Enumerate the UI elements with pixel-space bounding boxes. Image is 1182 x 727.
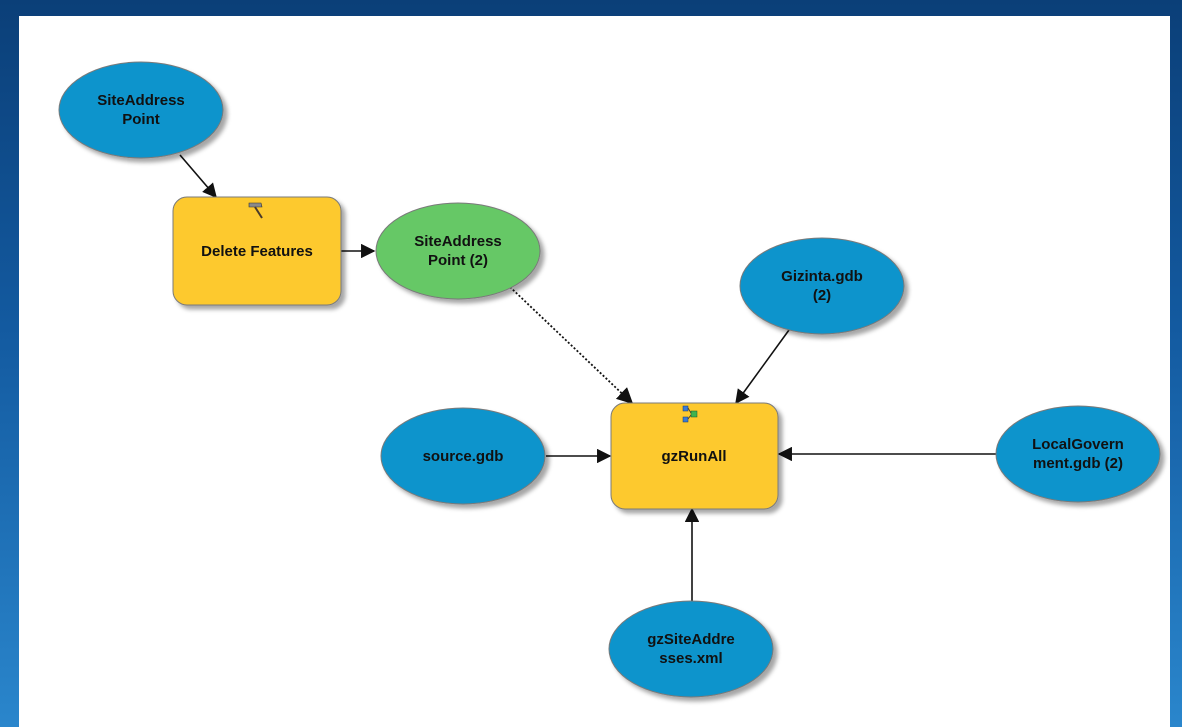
connectors xyxy=(179,154,996,601)
node-local-government-gdb-2[interactable]: LocalGovern ment.gdb (2) xyxy=(995,405,1161,503)
connector-sitepoint2-to-gzrunall xyxy=(509,286,634,405)
node-site-address-point[interactable]: SiteAddress Point xyxy=(58,61,224,159)
node-label-line: Point (2) xyxy=(428,252,488,269)
model-tool-icon xyxy=(682,405,698,423)
connector-gizinta-to-gzrunall xyxy=(735,329,790,405)
node-label-line: sses.xml xyxy=(659,650,722,667)
node-gizinta-gdb-2[interactable]: Gizinta.gdb (2) xyxy=(739,237,905,335)
node-site-address-point-2[interactable]: SiteAddress Point (2) xyxy=(375,202,541,300)
node-label-line: gzRunAll xyxy=(662,448,727,465)
node-delete-features[interactable]: Delete Features xyxy=(172,196,342,306)
node-gz-run-all[interactable]: gzRunAll xyxy=(610,402,779,510)
node-label-line: gzSiteAddre xyxy=(647,631,735,648)
node-label-line: ment.gdb (2) xyxy=(1033,455,1123,472)
node-label-line: source.gdb xyxy=(423,448,504,465)
node-label-line: SiteAddress xyxy=(414,233,502,250)
node-source-gdb[interactable]: source.gdb xyxy=(380,407,546,505)
node-label-line: Delete Features xyxy=(201,243,313,260)
connector-sitepoint-to-delete xyxy=(179,154,217,199)
node-gz-site-addresses-xml[interactable]: gzSiteAddre sses.xml xyxy=(608,600,774,698)
hammer-icon xyxy=(248,202,263,219)
node-label-line: LocalGovern xyxy=(1032,436,1124,453)
node-label-line: (2) xyxy=(813,287,831,304)
node-label-line: Gizinta.gdb xyxy=(781,268,863,285)
node-label-line: SiteAddress xyxy=(97,92,185,109)
node-label-line: Point xyxy=(122,111,160,128)
